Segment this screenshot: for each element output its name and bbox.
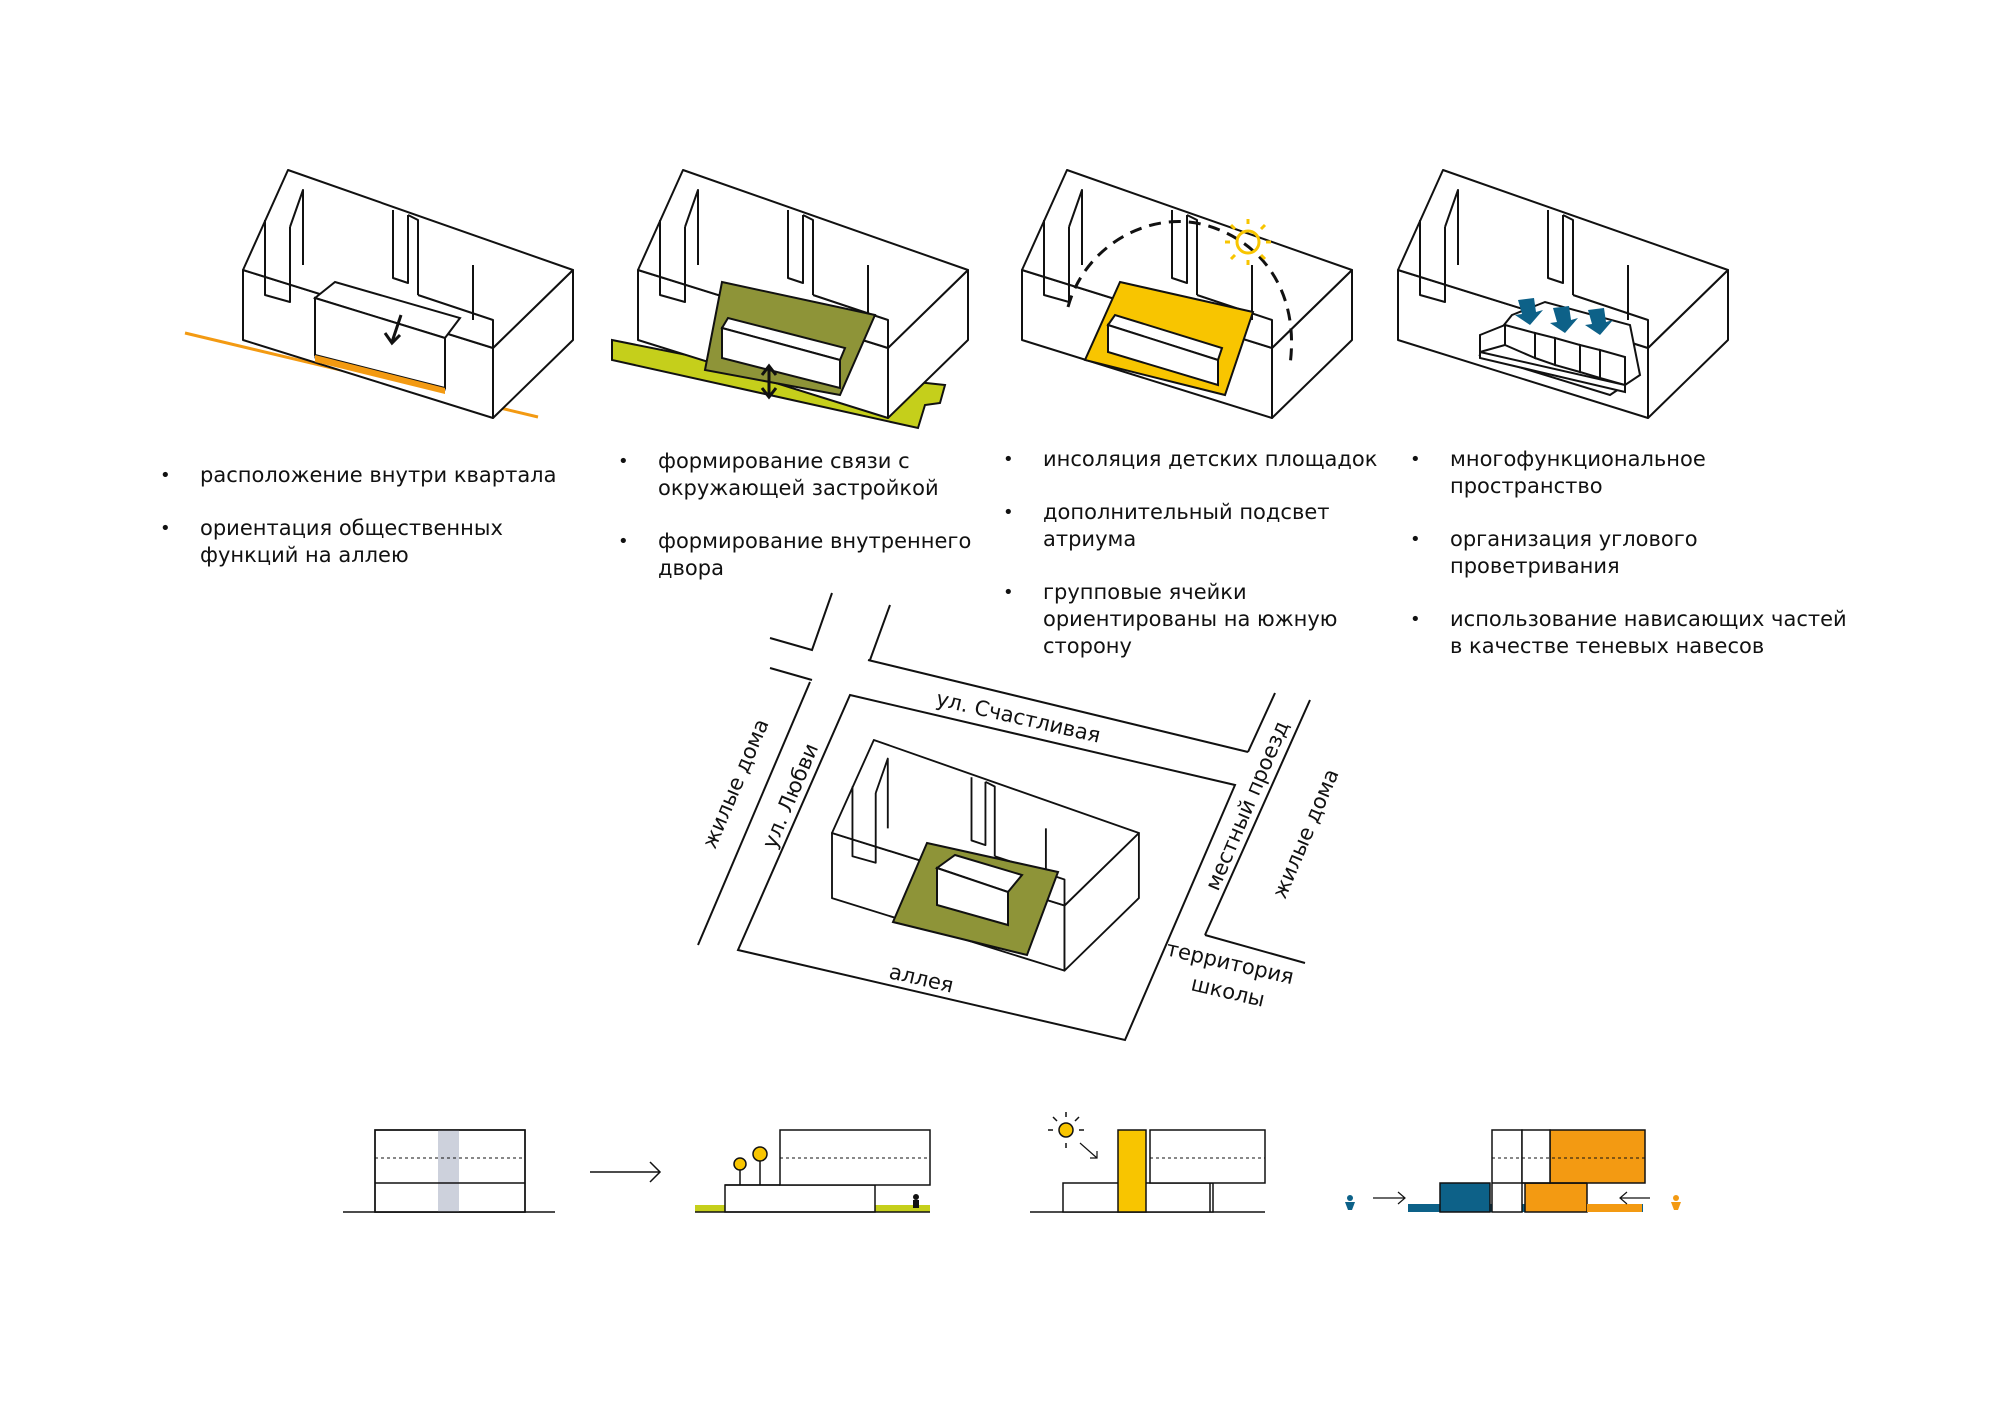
diagram-connection — [611, 169, 969, 430]
section-3 — [1030, 1112, 1266, 1213]
atrium-band — [438, 1130, 459, 1212]
bullet-item: дополнительный подсвет атриума — [1003, 499, 1383, 553]
site-building — [831, 739, 1140, 972]
sun-icon — [1225, 219, 1271, 265]
section-2 — [695, 1129, 931, 1213]
diagram-location — [184, 169, 574, 419]
block-boundary — [736, 693, 1237, 1042]
orange-volume — [1524, 1182, 1588, 1213]
diagram-insolation — [1021, 169, 1353, 419]
bullet-list-col1: расположение внутри квартала ориентация … — [160, 462, 600, 595]
blue-volume — [1439, 1182, 1491, 1213]
bullet-list-col3: инсоляция детских площадок дополнительны… — [1003, 446, 1383, 686]
sun-icon — [1048, 1112, 1084, 1148]
bullet-item: инсоляция детских площадок — [1003, 446, 1383, 473]
road-edge — [1247, 692, 1276, 753]
bullet-list-col2: формирование связи с окружающей застройк… — [618, 448, 1008, 608]
bullet-item: организация углового проветривания — [1410, 526, 1850, 580]
bullet-item: использование нависающих частей в качест… — [1410, 606, 1850, 660]
label-street-left: ул. Любви — [758, 740, 824, 852]
tree-icon — [752, 1146, 768, 1162]
arrow-down-icon — [390, 314, 403, 343]
bullet-item: расположение внутри квартала — [160, 462, 600, 489]
orange-upper — [1549, 1129, 1646, 1184]
site-plan — [697, 592, 1311, 1042]
bullet-item: многофункциональное пространство — [1410, 446, 1850, 500]
road-edge — [1204, 699, 1311, 936]
road-edge — [769, 592, 833, 652]
section-1 — [343, 1129, 555, 1213]
tree-icon — [733, 1157, 747, 1171]
person-icon — [1345, 1195, 1355, 1210]
ventilation-arrows-icon — [1515, 298, 1613, 335]
diagram-multifunctional — [1397, 169, 1729, 419]
modular-cells — [1479, 323, 1626, 394]
person-icon — [1671, 1195, 1681, 1210]
bullet-item: ориентация общественных функций на аллею — [160, 515, 600, 569]
road-edge — [869, 604, 891, 661]
bullet-list-col4: многофункциональное пространство организ… — [1410, 446, 1850, 686]
road-edge — [867, 659, 1249, 753]
atrium-light — [1117, 1129, 1147, 1213]
road-edge — [1204, 934, 1306, 964]
bullet-item: групповые ячейки ориентированы на южную … — [1003, 579, 1383, 660]
arrow-right-icon — [590, 1161, 662, 1183]
label-houses-right: жилые дома — [1268, 765, 1344, 902]
section-4 — [1345, 1129, 1681, 1213]
bullet-item: формирование связи с окружающей застройк… — [618, 448, 1008, 502]
road-edge — [769, 667, 813, 681]
child-icon — [913, 1194, 919, 1208]
road-edge — [697, 681, 811, 946]
bullet-item: формирование внутреннего двора — [618, 528, 1008, 582]
